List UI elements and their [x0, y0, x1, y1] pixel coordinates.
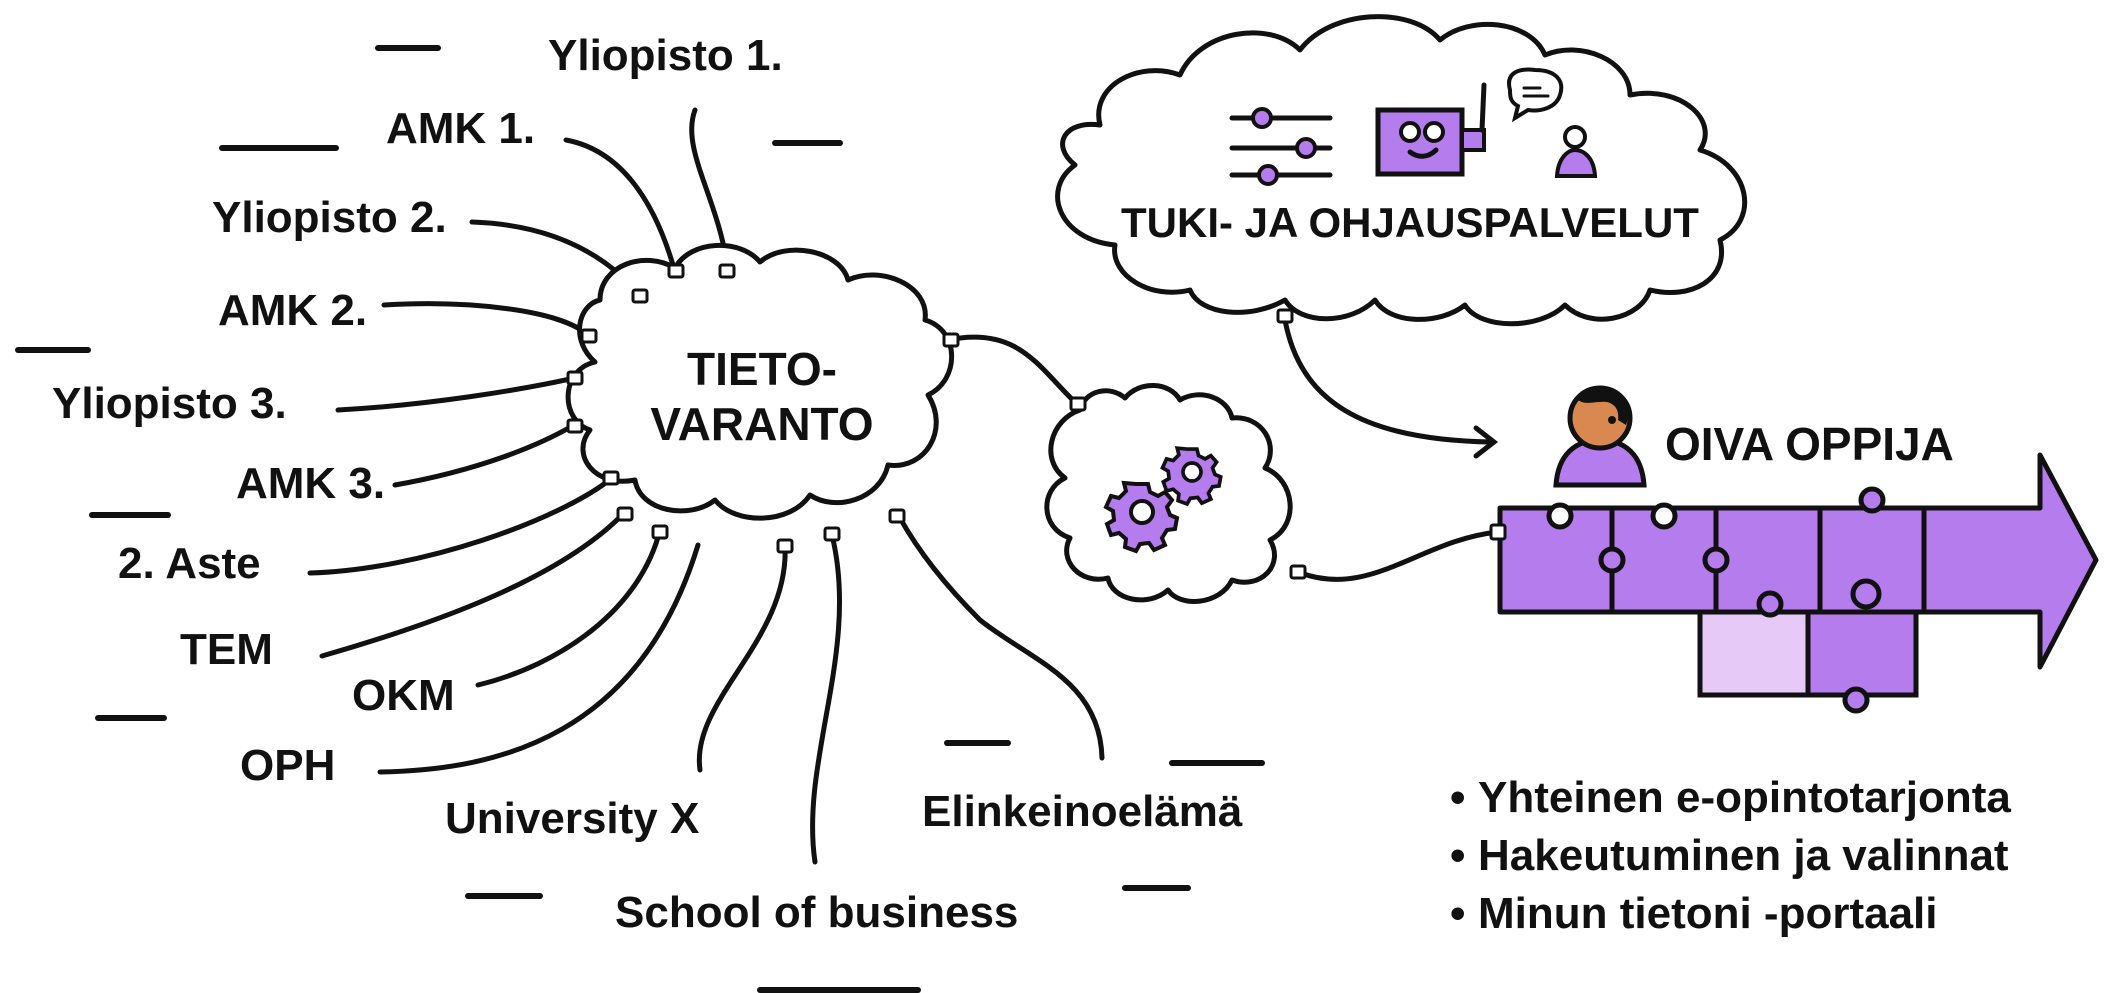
connector-okm: [475, 527, 663, 688]
gear-icon: [1103, 480, 1180, 554]
source-school-of-business: School of business: [615, 888, 1018, 937]
connector-yliopisto-3: [335, 375, 578, 413]
bullet-1: •: [1450, 773, 1465, 822]
source-elinkeinoelama: Elinkeinoelämä: [922, 787, 1243, 836]
service-item-2: Hakeutuminen ja valinnat: [1478, 831, 2009, 880]
person-chat-icon: [1507, 67, 1598, 178]
source-yliopisto-1: Yliopisto 1.: [548, 31, 783, 80]
hub-title-line-2: VARANTO: [650, 398, 873, 450]
tietovaranto-hub: TIETO- VARANTO: [565, 242, 955, 521]
source-amk-1: AMK 1.: [386, 104, 535, 153]
source-amk-2: AMK 2.: [218, 286, 367, 335]
bullet-3: •: [1450, 889, 1465, 938]
flow-connectors: [945, 317, 1501, 582]
connector-amk-3: [392, 422, 577, 488]
hub-title-line-1: TIETO-: [687, 343, 837, 395]
processing-cloud: [1044, 383, 1307, 604]
service-item-3: Minun tietoni -portaali: [1478, 889, 1938, 938]
support-title: TUKI- JA OHJAUSPALVELUT: [1121, 199, 1699, 246]
connector-oph: [377, 542, 701, 775]
connector-2-aste: [307, 475, 615, 576]
connector-tem: [319, 509, 628, 659]
source-university-x: University X: [445, 794, 699, 843]
learner-person-icon: [1553, 385, 1647, 488]
source-oph: OPH: [240, 741, 335, 790]
decorative-dashes: [15, 45, 1265, 993]
source-yliopisto-2: Yliopisto 2.: [212, 193, 447, 242]
source-2-aste: 2. Aste: [118, 539, 261, 588]
bullet-2: •: [1450, 831, 1465, 880]
connector-processing-to-arrow: [1295, 529, 1501, 582]
source-okm: OKM: [352, 671, 455, 720]
connector-university-x: [696, 542, 788, 773]
source-labels: Yliopisto 1. AMK 1. Yliopisto 2. AMK 2. …: [52, 31, 1243, 937]
service-item-1: Yhteinen e-opintotarjonta: [1478, 773, 2011, 822]
robot-icon: [1375, 82, 1487, 177]
support-services-cloud: TUKI- JA OHJAUSPALVELUT: [1055, 14, 1748, 327]
learner-title: OIVA OPPIJA: [1665, 418, 1954, 470]
connector-amk-1: [563, 137, 678, 275]
hub-plugs: [566, 263, 960, 554]
connector-school-of-business: [810, 532, 843, 865]
learning-path-arrow: [1489, 452, 2099, 714]
source-tem: TEM: [180, 625, 273, 674]
connector-amk-2: [381, 301, 591, 338]
source-amk-3: AMK 3.: [236, 459, 385, 508]
connector-support-to-learner: [1282, 317, 1495, 445]
arrowhead-support: [1473, 425, 1499, 459]
sliders-icon: [1229, 107, 1333, 186]
connector-elinkeinoelama: [897, 515, 1105, 761]
gear-icon: [1160, 446, 1223, 507]
services-list: • Yhteinen e-opintotarjonta • Hakeutumin…: [1450, 773, 2011, 938]
source-yliopisto-3: Yliopisto 3.: [52, 379, 287, 428]
connector-hub-to-processing: [945, 334, 1081, 408]
